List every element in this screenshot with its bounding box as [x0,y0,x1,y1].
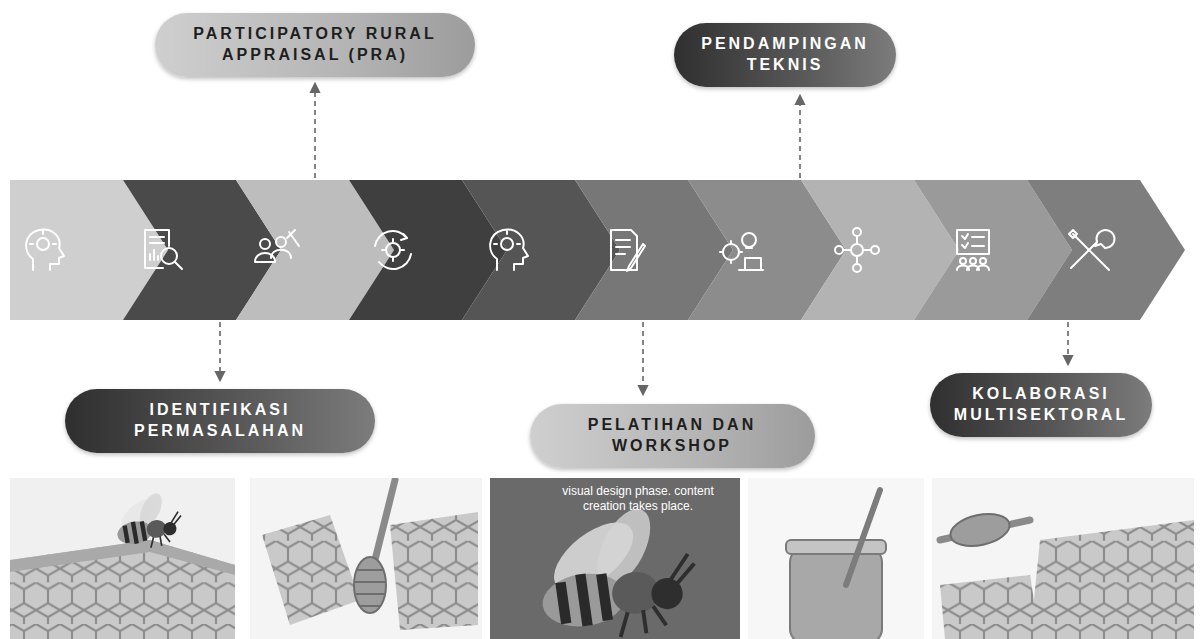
illustration-part [723,244,739,260]
illustration-part [37,238,49,250]
dipper-head [948,509,1013,551]
leader-line [799,96,801,178]
illustration-part [382,239,404,261]
step-pill: PARTICIPATORY RURAL APPRAISAL (PRA) [155,13,475,77]
honeycomb [262,515,360,625]
chevron-step [1027,180,1185,320]
dipper-head [354,557,386,613]
honey-photos [10,478,1194,639]
illustration-part [957,230,989,254]
step-icons [26,228,1114,272]
step-label: PELATIHAN DAN WORKSHOP [550,415,795,457]
illustration-part [260,239,270,249]
illustration-part [560,571,608,628]
bee [530,492,703,639]
step-pill: KOLABORASI MULTISEKTORAL [930,373,1152,437]
illustration-part [401,234,407,240]
illustration-part [980,258,986,264]
photo-comb-dipper [932,478,1194,639]
illustration-part [739,269,763,271]
step-label: PENDAMPINGAN TEKNIS [694,34,876,76]
photo-ground [10,478,235,639]
step-icon [255,230,299,262]
photo-comb-dipper [250,478,482,639]
illustration-part [490,229,528,270]
step-pill: PELATIHAN DAN WORKSHOP [530,404,815,468]
jar-rim [786,540,886,554]
dipper-stick [375,480,395,560]
leader-lines [220,84,1068,394]
illustration-part [970,258,976,264]
step-pill: PENDAMPINGAN TEKNIS [674,23,896,87]
photo-bee [490,478,740,639]
leader-line [642,322,644,394]
comb-edge [10,540,235,575]
illustration-part [843,236,871,264]
illustration-part [287,230,299,246]
step-icon [611,230,645,271]
illustration-part [745,258,761,270]
illustration-part [962,234,984,248]
overlay-note: visual design phase. content creation ta… [548,484,728,514]
step-icon [26,229,64,270]
illustration-part [960,258,966,264]
leader-line [1067,322,1069,364]
step-label: PARTICIPATORY RURAL APPRAISAL (PRA) [175,24,455,66]
step-icon [1069,230,1114,270]
honeycomb [10,540,235,639]
illustration-part [26,229,64,270]
leader-line [219,322,221,380]
illustration-part [386,243,400,257]
dipper-stick [846,490,880,585]
illustration-part [720,241,742,263]
illustration-part [146,511,186,547]
step-label: IDENTIFIKASI PERMASALAHAN [85,400,355,442]
illustration-part [1073,234,1109,270]
illustration-part [616,240,630,254]
illustration-part [150,250,158,260]
photo-ground [490,478,740,639]
illustration-part [627,244,645,271]
step-icon [835,228,879,272]
leader-line [314,84,316,178]
illustration-part [494,231,520,244]
honeycomb [390,512,478,630]
honeycomb [940,575,1040,639]
photo-ground [250,478,482,639]
chevron-band [10,180,1185,320]
illustration-part [30,231,56,244]
dipper-grooves [355,570,385,606]
step-label: KOLABORASI MULTISEKTORAL [950,384,1132,426]
illustration-part [853,228,861,236]
illustration-part [871,246,879,254]
illustration-part [124,520,145,545]
illustration-part [1095,230,1114,248]
illustration-part [742,233,756,247]
honeycomb [1030,520,1194,639]
illustration-part [746,247,752,249]
illustration-part [957,266,989,271]
illustration-part [851,244,863,256]
photo-honeycomb-bee [10,478,235,639]
illustration-part [1069,230,1077,238]
illustration-part [175,262,182,269]
step-icon [145,230,182,269]
step-icon [720,233,763,270]
step-icon [375,231,411,269]
illustration-part [611,553,704,637]
photo-jar [748,478,924,639]
step-icon [957,230,989,270]
illustration-part [501,238,513,250]
illustration-part [276,237,286,247]
illustration-part [835,246,843,254]
illustration-part [853,264,861,272]
step-icon [490,229,528,270]
illustration-part [150,237,164,243]
honey-jar [790,548,882,639]
illustration-part [271,250,291,258]
bee [111,486,186,553]
photo-ground [932,478,1194,639]
step-pill: IDENTIFIKASI PERMASALAHAN [65,389,375,453]
